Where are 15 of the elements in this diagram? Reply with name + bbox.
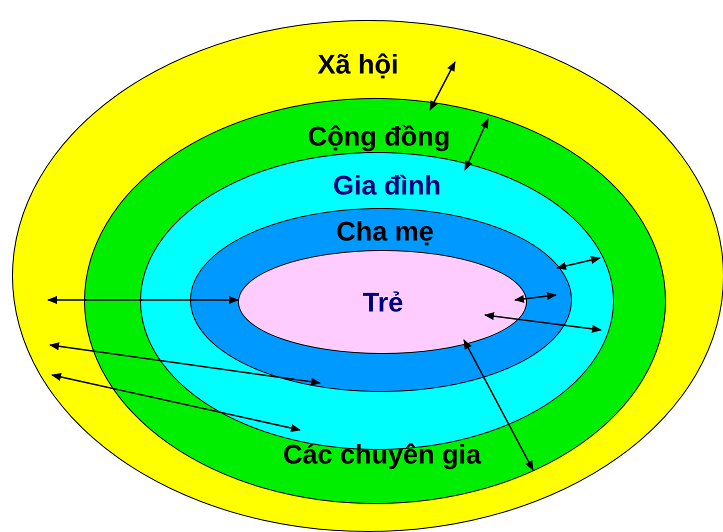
ring-label: Cha mẹ bbox=[336, 218, 434, 246]
double-arrow bbox=[51, 373, 301, 432]
double-arrow bbox=[464, 118, 489, 171]
double-arrow bbox=[484, 312, 602, 333]
double-arrow bbox=[429, 61, 456, 111]
ring-label: Các chuyên gia bbox=[282, 442, 482, 468]
double-arrow bbox=[463, 339, 534, 471]
double-arrow bbox=[47, 296, 239, 304]
ring-label: Cộng đồng bbox=[308, 124, 450, 150]
double-arrow bbox=[514, 292, 557, 303]
ring-label: Xã hội bbox=[318, 52, 398, 78]
ring-label: Gia đình bbox=[333, 172, 441, 200]
ring-label: Trẻ bbox=[362, 290, 404, 316]
double-arrow bbox=[49, 342, 321, 386]
double-arrow bbox=[556, 256, 601, 270]
